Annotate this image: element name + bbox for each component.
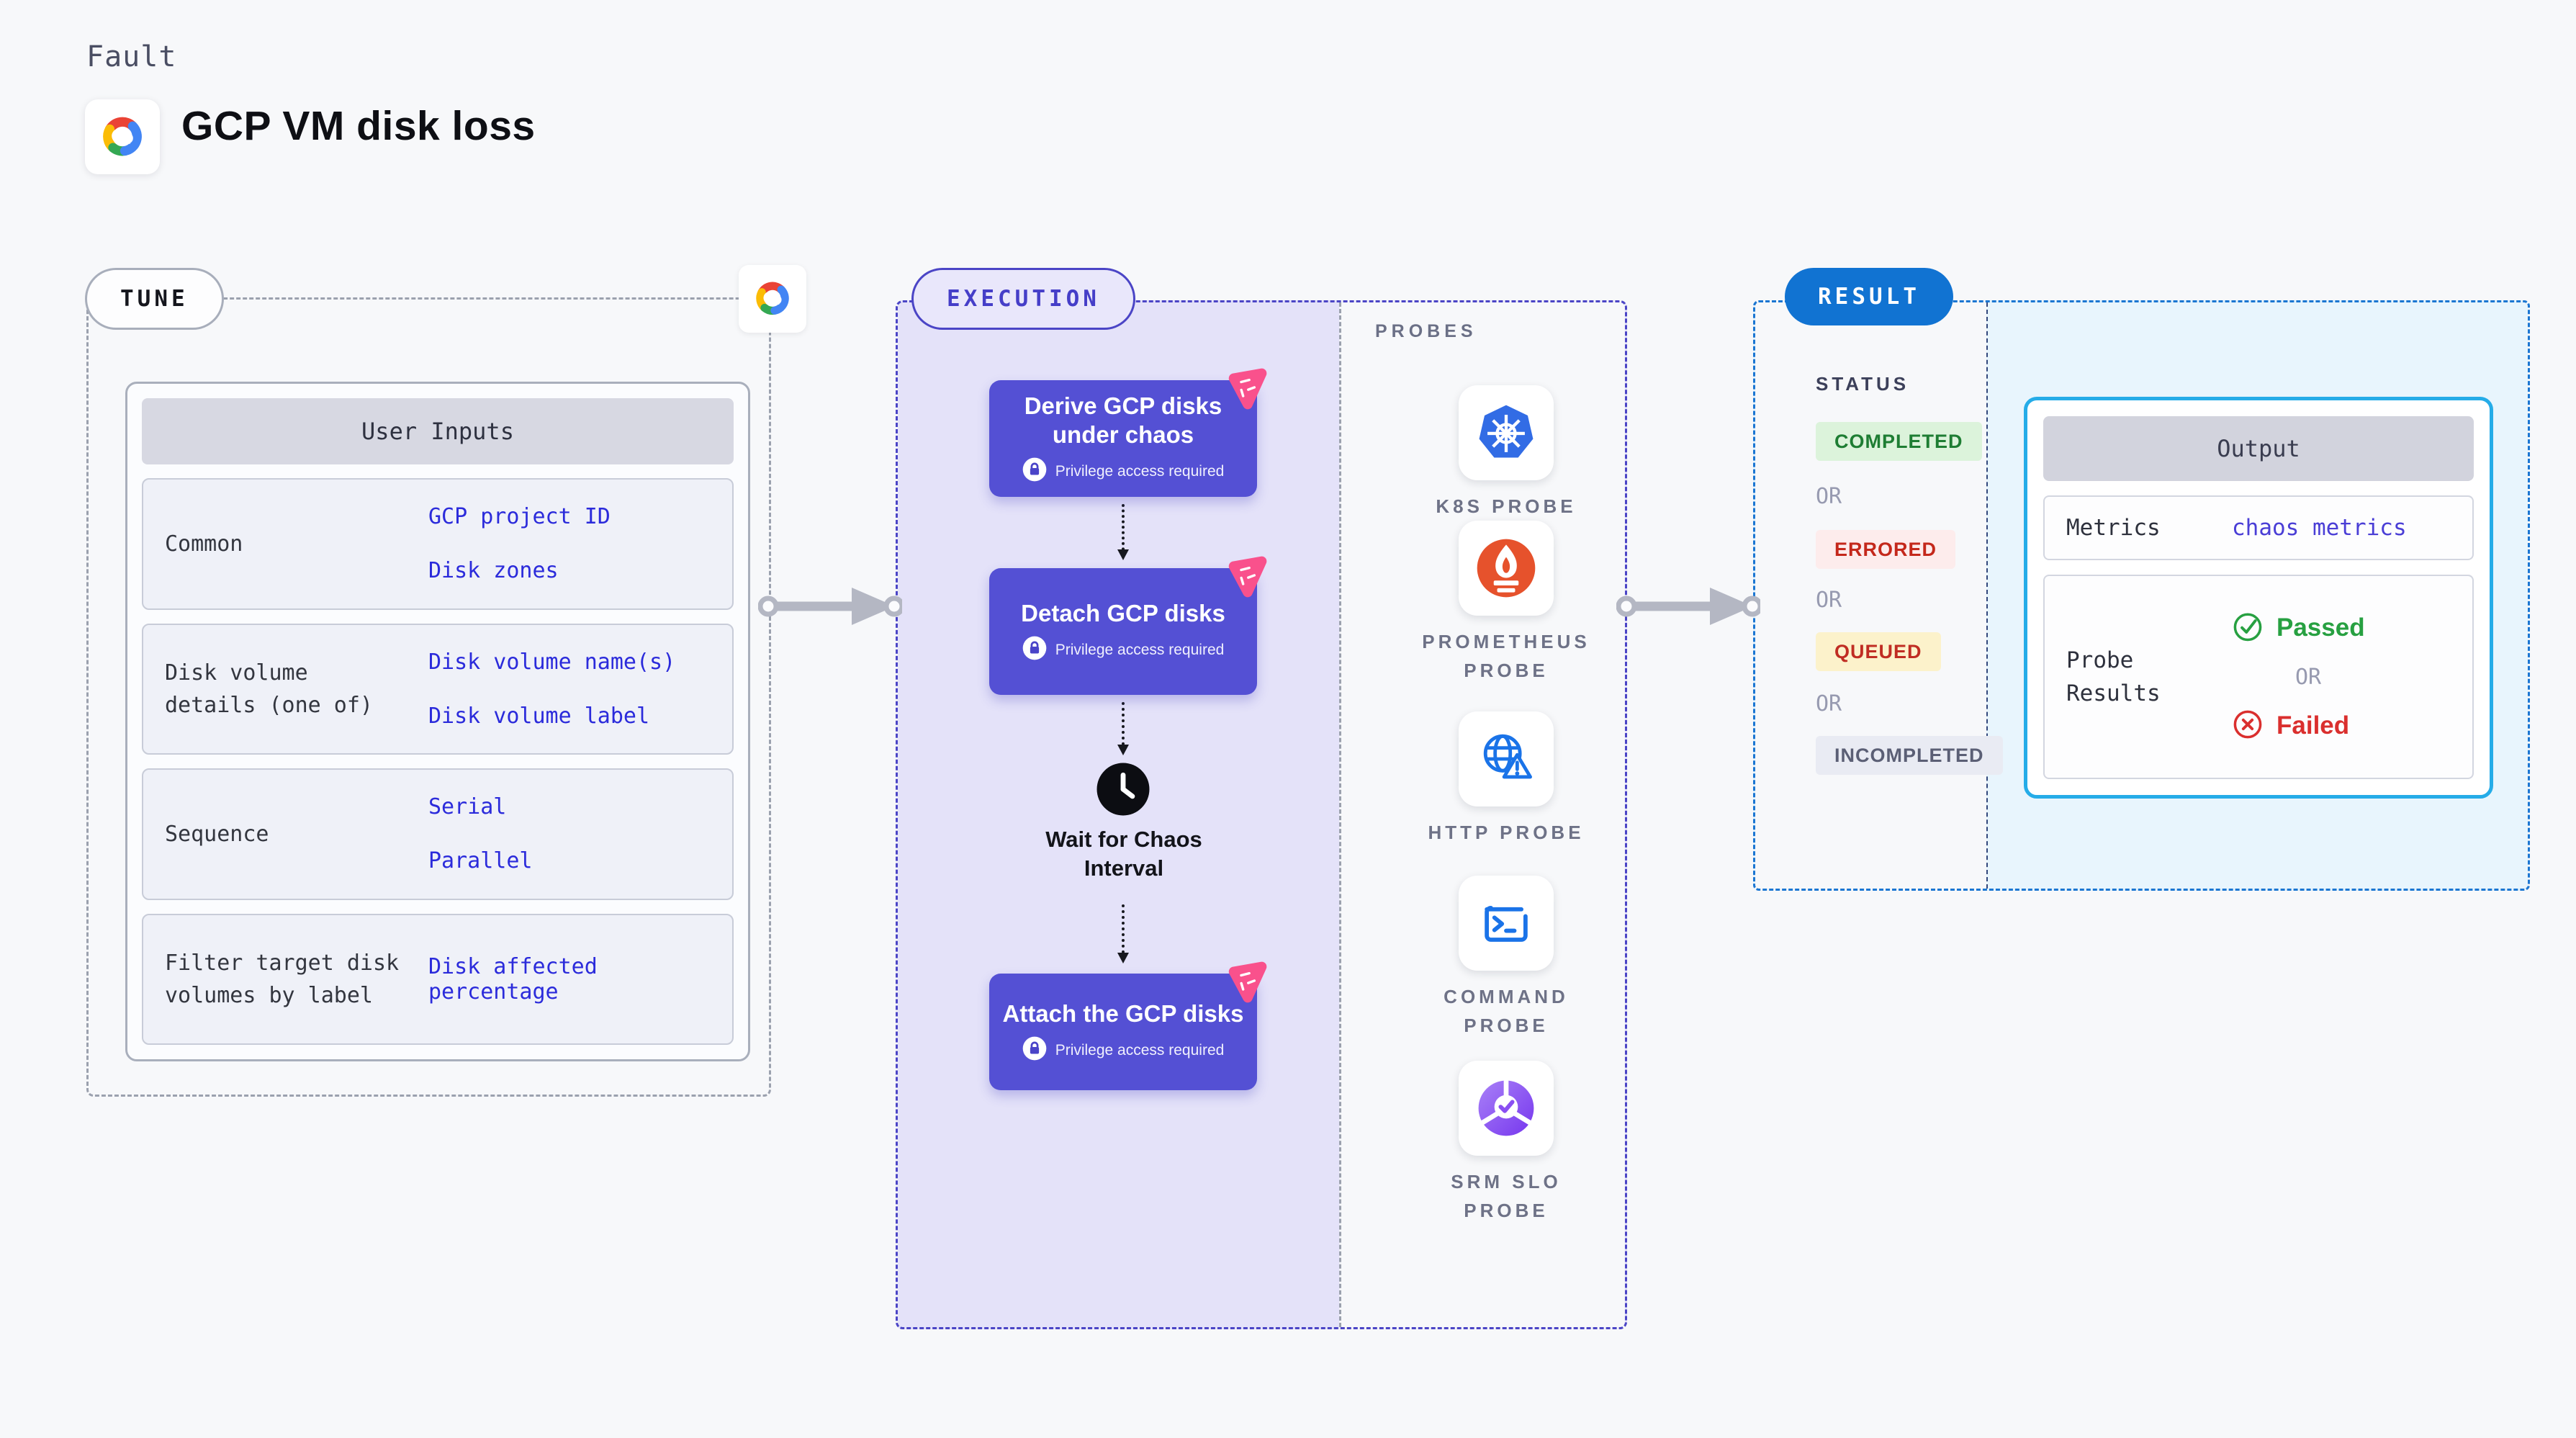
tune-section-box — [86, 297, 771, 1097]
row-value: GCP project ID — [428, 504, 611, 530]
node-title: Attach the GCP disks — [1002, 999, 1244, 1027]
lock-icon — [1022, 1036, 1047, 1064]
fault-kicker: Fault — [86, 40, 177, 73]
probe-result-or: OR — [2295, 664, 2322, 690]
chaos-icon — [1219, 361, 1273, 415]
result-output-divider — [1986, 302, 1988, 889]
metrics-value: chaos metrics — [2232, 515, 2407, 541]
probe-result-failed: Failed — [2232, 709, 2465, 744]
gcp-cloud-icon — [94, 107, 150, 167]
row-label: Filter target disk volumes by label — [165, 950, 400, 1008]
command-probe-icon — [1459, 876, 1554, 971]
output-row-probe-results: Probe Results Passed OR — [2043, 575, 2474, 779]
lock-icon — [1022, 457, 1047, 485]
tune-pill: TUNE — [85, 268, 224, 330]
table-row-disk-volume-details: Disk volume details (one of) Disk volume… — [142, 623, 734, 755]
privilege-badge: Privilege access required — [1022, 1036, 1225, 1064]
status-or: OR — [1816, 588, 1842, 613]
tune-to-execution-arrow — [757, 580, 905, 632]
row-label: Sequence — [165, 821, 269, 847]
probe-srm-slo: SRM SLO PROBE — [1413, 1061, 1600, 1226]
privilege-badge: Privilege access required — [1022, 457, 1225, 485]
metrics-label: Metrics — [2066, 514, 2161, 541]
connector-arrow — [1117, 702, 1129, 755]
row-value: Disk volume label — [428, 703, 650, 729]
connector-arrow — [1117, 904, 1129, 963]
table-row-common: Common GCP project ID Disk zones — [142, 478, 734, 610]
execution-pill: EXECUTION — [911, 268, 1135, 330]
probe-label: SRM SLO PROBE — [1451, 1171, 1562, 1222]
user-inputs-table: User Inputs Common GCP project ID Disk z… — [125, 382, 750, 1061]
probe-k8s: K8S PROBE — [1413, 385, 1600, 521]
prometheus-icon — [1459, 521, 1554, 616]
probe-label: HTTP PROBE — [1428, 822, 1585, 843]
http-probe-icon — [1459, 711, 1554, 806]
gcp-cloud-icon — [749, 274, 796, 325]
status-badge-errored: ERRORED — [1816, 530, 1956, 569]
status-heading: STATUS — [1816, 373, 1910, 395]
user-inputs-header: User Inputs — [142, 398, 734, 464]
table-row-sequence: Sequence Serial Parallel — [142, 768, 734, 900]
row-value: Disk volume name(s) — [428, 649, 676, 675]
privilege-badge-label: Privilege access required — [1055, 462, 1225, 480]
status-or: OR — [1816, 691, 1842, 716]
page-title: GCP VM disk loss — [181, 103, 536, 149]
probe-results-label: Probe Results — [2066, 647, 2161, 707]
output-header: Output — [2043, 416, 2474, 481]
probe-label: COMMAND PROBE — [1444, 986, 1569, 1037]
node-attach-gcp-disks: Attach the GCP disks Privilege access re… — [989, 961, 1267, 1090]
gcp-logo-card — [85, 99, 160, 174]
lock-icon — [1022, 636, 1047, 664]
output-row-metrics: Metrics chaos metrics — [2043, 495, 2474, 560]
srm-slo-probe-icon — [1459, 1061, 1554, 1156]
tune-gcp-logo-card — [739, 265, 806, 333]
status-badge-queued: QUEUED — [1816, 632, 1941, 671]
probe-command: COMMAND PROBE — [1413, 876, 1600, 1041]
node-title: Derive GCP disks under chaos — [1024, 392, 1222, 448]
kubernetes-icon — [1459, 385, 1554, 480]
probe-label: K8S PROBE — [1436, 495, 1577, 517]
table-row-filter-target: Filter target disk volumes by label Disk… — [142, 913, 734, 1045]
status-badge-incompleted: INCOMPLETED — [1816, 736, 2003, 775]
execution-probes-divider — [1339, 302, 1341, 1327]
passed-label: Passed — [2276, 614, 2365, 642]
probe-label: PROMETHEUS PROBE — [1422, 631, 1590, 682]
probes-heading: PROBES — [1375, 321, 1477, 341]
node-title: Detach GCP disks — [1021, 599, 1225, 626]
output-card: Output Metrics chaos metrics Probe Resul… — [2024, 397, 2493, 799]
node-derive-gcp-disks: Derive GCP disks under chaos Privilege a… — [989, 368, 1267, 497]
privilege-badge: Privilege access required — [1022, 636, 1225, 664]
check-circle-icon — [2232, 611, 2264, 646]
privilege-badge-label: Privilege access required — [1055, 641, 1225, 658]
row-value: Disk zones — [428, 558, 559, 584]
clock-icon — [1096, 762, 1150, 817]
wait-for-chaos-interval-label: Wait for Chaos Interval — [1045, 827, 1202, 881]
row-label: Disk volume details (one of) — [165, 660, 373, 718]
node-detach-gcp-disks: Detach GCP disks Privilege access requir… — [989, 556, 1267, 695]
failed-label: Failed — [2276, 711, 2350, 740]
row-value: Parallel — [428, 848, 533, 874]
probe-result-passed: Passed — [2232, 611, 2465, 646]
status-or: OR — [1816, 484, 1842, 509]
x-circle-icon — [2232, 709, 2264, 744]
chaos-icon — [1219, 549, 1273, 603]
row-value: Serial — [428, 794, 507, 820]
result-pill: RESULT — [1785, 268, 1953, 325]
row-label: Common — [165, 531, 243, 557]
privilege-badge-label: Privilege access required — [1055, 1041, 1225, 1059]
connector-arrow — [1117, 504, 1129, 560]
probe-prometheus: PROMETHEUS PROBE — [1413, 521, 1600, 686]
row-value: Disk affected percentage — [428, 953, 598, 1005]
chaos-icon — [1219, 954, 1273, 1008]
execution-to-result-arrow — [1616, 580, 1763, 632]
probe-http: HTTP PROBE — [1413, 711, 1600, 847]
status-badge-completed: COMPLETED — [1816, 422, 1982, 461]
